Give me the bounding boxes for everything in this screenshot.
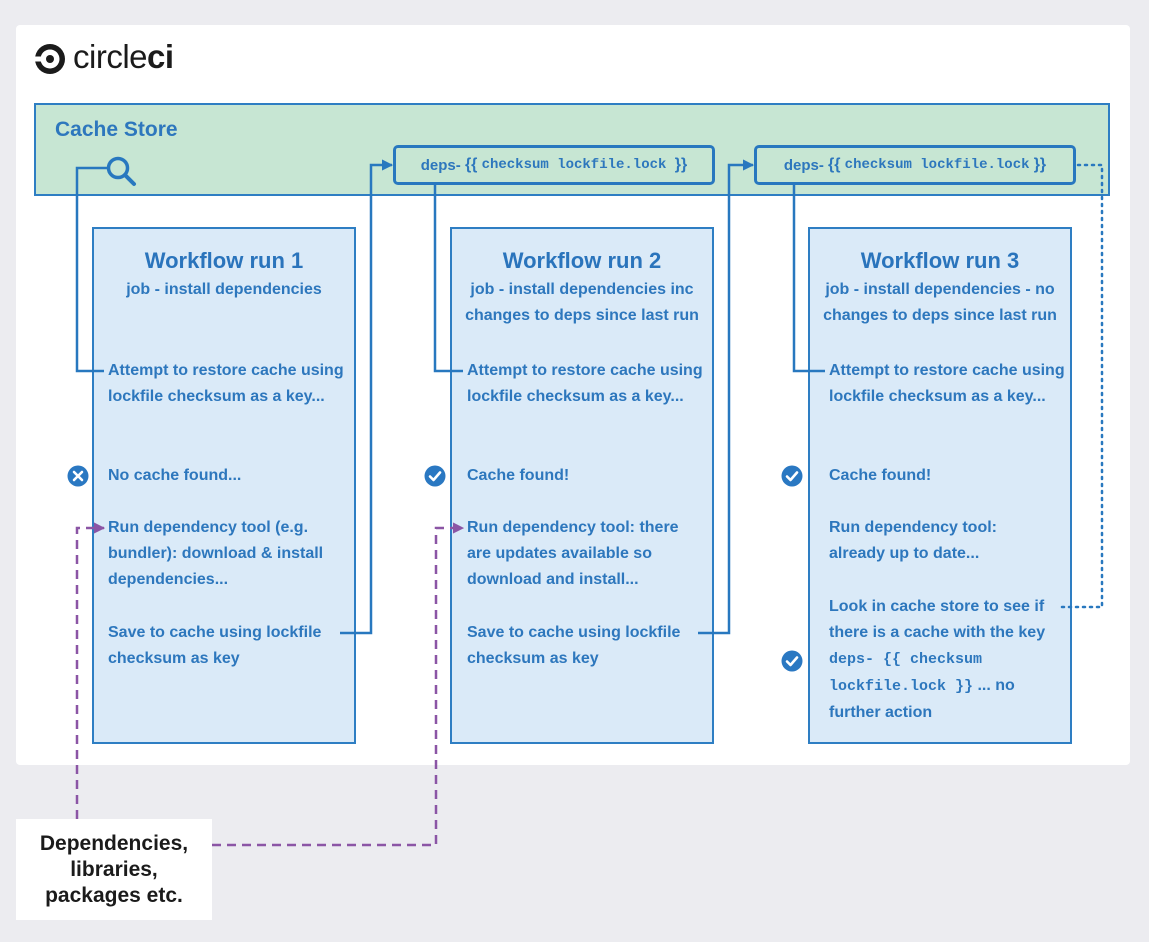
cache-key-run-1: deps- {{ checksum lockfile.lock }} [393,145,715,185]
cache-key-open: {{ [828,156,841,173]
circleci-logo-text: circleci [73,40,174,73]
step-save-cache: Save to cache using lockfile checksum as… [108,624,322,667]
step-restore-cache: Attempt to restore cache using lockfile … [467,362,703,405]
connector-restore-run-2 [433,184,463,373]
cache-key-close: }} [674,156,688,173]
step-check-cache-store: Look in cache store to see if there is a… [829,594,1065,726]
connector-dependencies-run-1 [75,522,106,819]
dependencies-label: Dependencies, libraries, packages etc. [39,831,189,907]
step-check-tail: ... no further action [829,677,1015,721]
step-check-text: Look in cache store to see if there is a… [829,598,1046,641]
check-circle-icon [424,465,446,487]
workflow-title: Workflow run 1 [144,248,304,273]
step-run-dependency-tool: Run dependency tool: already up to date.… [829,519,997,562]
connector-save-run-1 [340,159,394,635]
check-circle-icon [781,465,803,487]
workflow-subtitle: job - install dependencies - no changes … [823,281,1057,324]
x-circle-icon [67,465,89,487]
step-save-cache: Save to cache using lockfile checksum as… [467,624,681,667]
cache-key-prefix: deps- [783,156,824,174]
connector-save-run-2 [698,159,755,635]
step-cache-result: No cache found... [108,467,242,484]
workflow-run-1: Workflow run 1 job - install dependencie… [92,227,356,744]
cache-key-close: }} [1033,156,1047,173]
cache-store-title: Cache Store [55,118,178,141]
workflow-run-3: Workflow run 3 job - install dependencie… [808,227,1072,744]
step-cache-result: Cache found! [829,467,932,484]
dependencies-box: Dependencies, libraries, packages etc. [16,819,212,920]
step-cache-result: Cache found! [467,467,570,484]
circleci-logo: circleci [34,40,174,75]
workflow-subtitle: job - install dependencies [126,281,322,298]
circleci-logo-icon [34,43,65,74]
step-restore-cache: Attempt to restore cache using lockfile … [829,362,1065,405]
workflow-title: Workflow run 3 [860,248,1020,273]
cache-key-open: {{ [464,156,478,173]
step-restore-cache: Attempt to restore cache using lockfile … [108,362,344,405]
logo-text-bold: ci [147,38,174,75]
step-check-key: deps- {{ checksum lockfile.lock }} [829,651,983,695]
step-run-dependency-tool: Run dependency tool: there are updates a… [467,519,679,588]
workflow-run-2: Workflow run 2 job - install dependencie… [450,227,714,744]
connector-dependencies-run-2 [212,522,465,847]
connector-lookup-run-3 [1056,163,1104,609]
cache-key-run-2: deps- {{ checksum lockfile.lock }} [754,145,1076,185]
step-run-dependency-tool: Run dependency tool (e.g. bundler): down… [108,519,324,588]
connector-restore-run-1 [75,166,108,373]
workflow-subtitle: job - install dependencies inc changes t… [465,281,699,324]
workflow-title: Workflow run 2 [502,248,662,273]
search-icon [106,156,136,186]
cache-key-prefix: deps- [420,156,461,174]
connector-restore-run-3 [792,184,825,373]
cache-key-body: checksum lockfile.lock [481,157,667,173]
check-circle-icon [781,650,803,672]
cache-key-body: checksum lockfile.lock [844,157,1030,173]
logo-text-light: circle [73,38,148,75]
